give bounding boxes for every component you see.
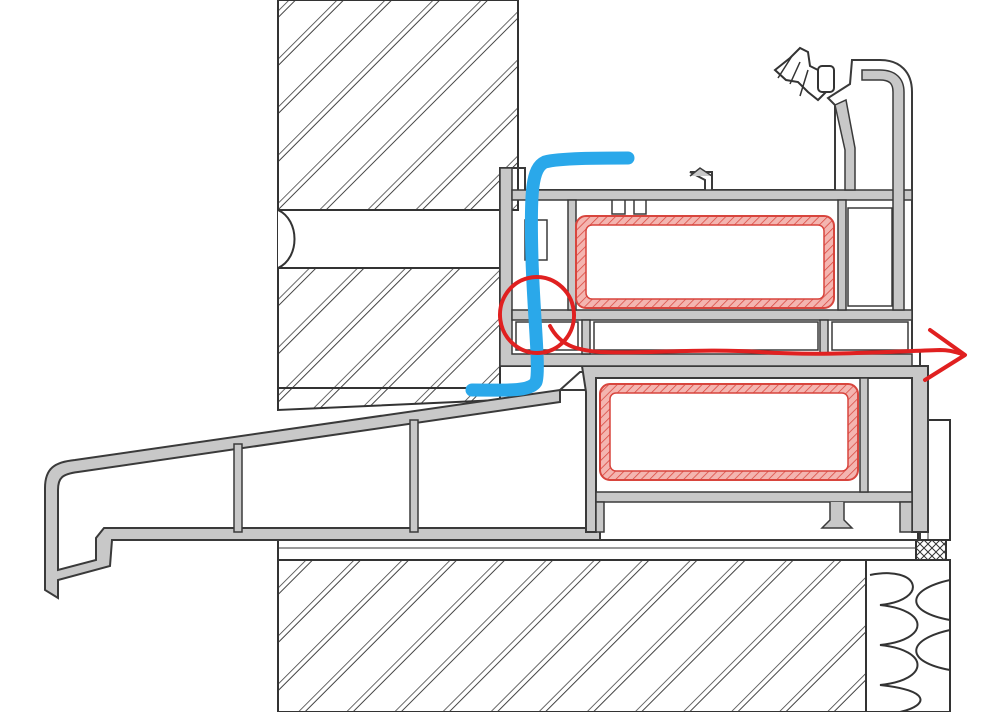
steel-reinforcement-upper	[575, 215, 835, 309]
wall-joint	[277, 209, 504, 269]
sill-base-plate	[277, 539, 947, 561]
blue-annotation-seal-path	[465, 151, 635, 397]
masonry-wall-lower	[277, 559, 867, 712]
gasket	[773, 46, 835, 102]
insulation	[865, 559, 951, 712]
window-frame-upper	[499, 59, 921, 367]
frame-lower-chamber	[557, 365, 929, 541]
steel-reinforcement-lower	[599, 383, 859, 481]
red-annotation-water-path	[497, 275, 967, 382]
masonry-wall-upper	[277, 0, 519, 412]
